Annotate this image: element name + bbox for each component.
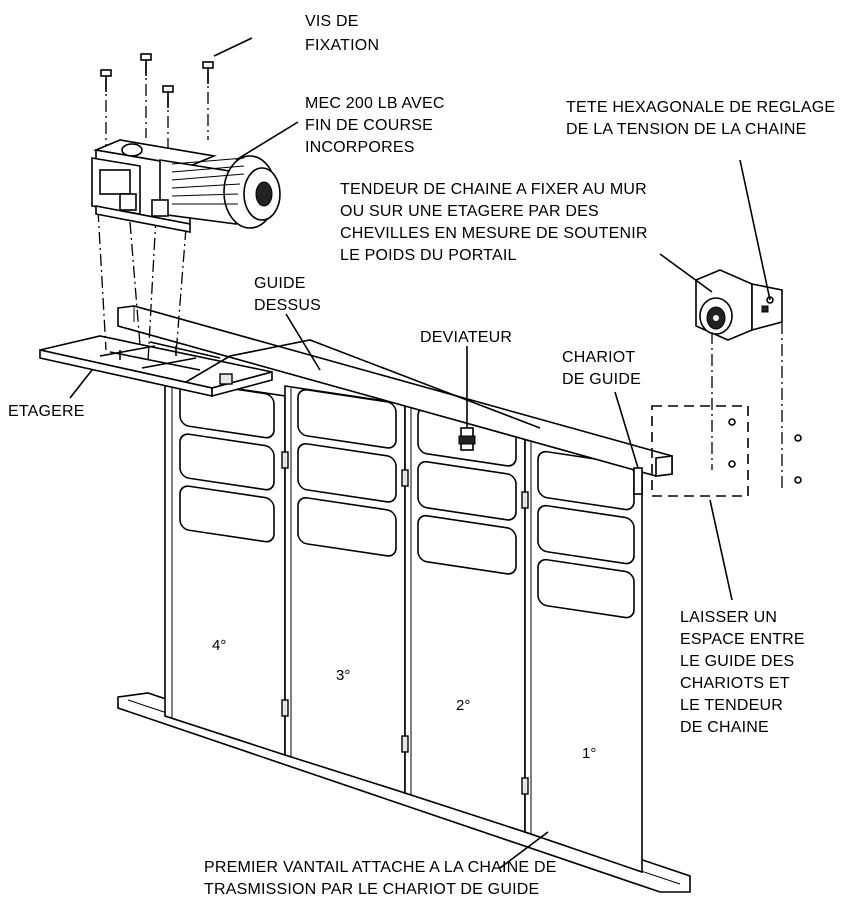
fixing-screws (100, 53, 214, 152)
label-etagere: ETAGERE (8, 403, 85, 420)
label-premier-vantail: PREMIER VANTAIL ATTACHE A LA CHAINE DE T… (204, 859, 561, 898)
door-leaf-3 (284, 385, 406, 795)
door-leaf-1 (524, 439, 643, 874)
leader-lines (69, 37, 771, 869)
label-vis-fixation: VIS DE FIXATION (305, 13, 379, 54)
deviator (458, 346, 476, 451)
label-tete-hexagonale: TETE HEXAGONALE DE REGLAGE DE LA TENSION… (566, 99, 840, 138)
motor-unit (91, 139, 281, 233)
panel-number-4: 4° (212, 637, 226, 654)
label-laisser-un-espace: LAISSER UN ESPACE ENTRE LE GUIDE DES CHA… (680, 609, 809, 736)
label-chariot-de-guide: CHARIOT DE GUIDE (562, 349, 641, 388)
panel-number-2: 2° (456, 697, 470, 714)
label-tendeur: TENDEUR DE CHAINE A FIXER AU MUR OU SUR … (340, 181, 652, 264)
label-deviateur: DEVIATEUR (420, 329, 512, 346)
shelf (39, 335, 541, 429)
wall-area-box (651, 405, 749, 497)
hinges (281, 451, 529, 795)
guide-carriage (614, 391, 643, 495)
door-leaf-4 (164, 377, 286, 757)
label-mec: MEC 200 LB AVEC FIN DE COURSE INCORPORES (305, 95, 449, 156)
motor-projection-lines (97, 209, 187, 363)
wall-plugs (728, 418, 802, 484)
panel-number-1: 1° (582, 745, 596, 762)
top-guide-rail (117, 305, 673, 477)
panel-number-3: 3° (336, 667, 350, 684)
label-guide-dessus: GUIDE DESSUS (254, 275, 321, 314)
door-leaf-2 (404, 403, 526, 834)
motor-bracket-plates (99, 345, 197, 369)
chain-tensioner (695, 269, 783, 341)
